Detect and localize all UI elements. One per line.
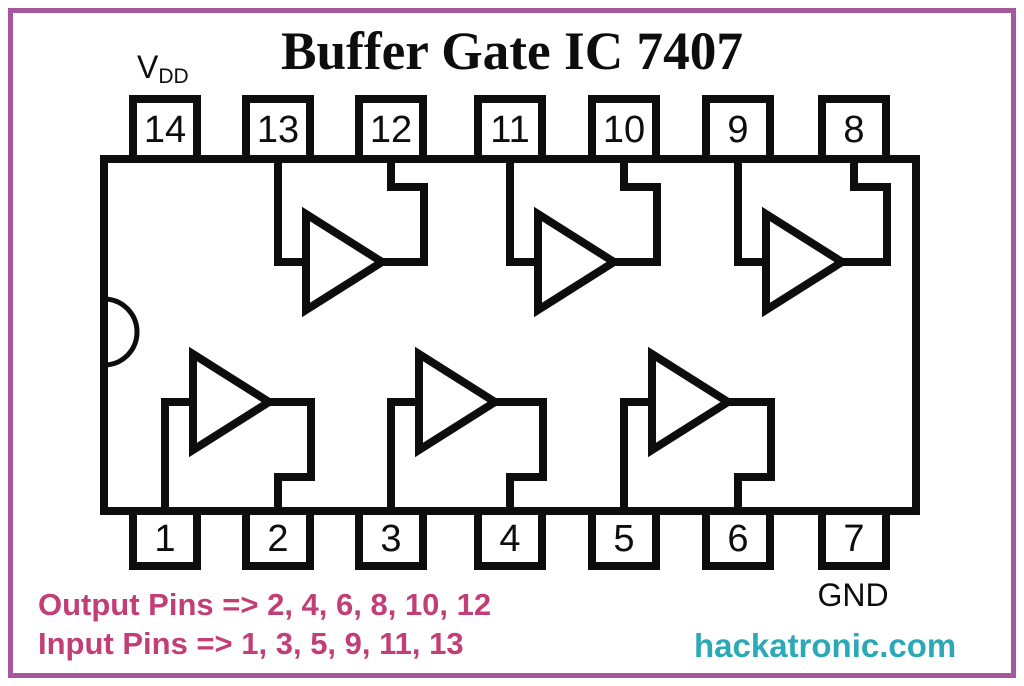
diagram-title: Buffer Gate IC 7407 — [281, 21, 743, 81]
pin-label-4: 4 — [499, 518, 520, 560]
pin-label-5: 5 — [613, 518, 634, 560]
pin-box-12 — [355, 95, 427, 163]
pin-label-11: 11 — [490, 109, 529, 151]
pin-box-11 — [474, 95, 546, 163]
notch-icon — [103, 296, 140, 368]
pin-box-13 — [242, 95, 314, 163]
buffer-gate-symbol-4 — [189, 346, 277, 458]
pin-box-3 — [355, 507, 427, 570]
gate4-output-trace — [269, 398, 315, 511]
buffer-gate-symbol-3 — [762, 206, 850, 318]
pin-label-12: 12 — [370, 109, 412, 151]
gate6-input-trace — [620, 398, 652, 511]
output-pins-note: Output Pins => 2, 4, 6, 8, 10, 12 — [38, 587, 491, 622]
input-pins-note: Input Pins => 1, 3, 5, 9, 11, 13 — [38, 626, 464, 661]
pin-box-8 — [818, 95, 890, 163]
pin-label-13: 13 — [257, 109, 299, 151]
pin-box-7 — [818, 507, 890, 570]
vdd-label-main: V — [137, 49, 159, 85]
gate2-input-trace — [506, 159, 538, 266]
watermark-link[interactable]: hackatronic.com — [694, 627, 956, 664]
gate1-output-trace — [382, 159, 428, 266]
pin-label-6: 6 — [727, 518, 748, 560]
pin-label-10: 10 — [603, 109, 645, 151]
pin-box-5 — [588, 507, 660, 570]
pin-box-6 — [702, 507, 774, 570]
pin-label-14: 14 — [144, 109, 186, 151]
pin-box-9 — [702, 95, 774, 163]
gate3-output-trace — [842, 159, 891, 266]
vdd-label-subscript: DD — [158, 65, 188, 88]
pin-label-7: 7 — [843, 518, 864, 560]
buffer-gate-symbol-1 — [302, 206, 390, 318]
pin-label-2: 2 — [267, 518, 288, 560]
gnd-label: GND — [817, 577, 888, 613]
gate5-output-trace — [495, 398, 547, 511]
pin-label-3: 3 — [380, 518, 401, 560]
pin-label-8: 8 — [843, 109, 864, 151]
gate6-output-trace — [728, 398, 775, 511]
gate3-input-trace — [734, 159, 766, 266]
gate1-input-trace — [274, 159, 306, 266]
pin-box-14 — [129, 95, 201, 163]
buffer-gate-symbol-2 — [534, 206, 622, 318]
gate4-input-trace — [161, 398, 193, 511]
pin-box-1 — [129, 507, 201, 570]
vdd-label: VDD — [137, 49, 189, 88]
pin-box-2 — [242, 507, 314, 570]
pin-box-4 — [474, 507, 546, 570]
gate5-input-trace — [387, 398, 419, 511]
pin-label-1: 1 — [154, 518, 175, 560]
buffer-gate-symbol-5 — [415, 346, 503, 458]
pin-box-10 — [588, 95, 660, 163]
pin-label-9: 9 — [727, 109, 748, 151]
gate2-output-trace — [614, 159, 661, 266]
buffer-gate-symbol-6 — [648, 346, 736, 458]
